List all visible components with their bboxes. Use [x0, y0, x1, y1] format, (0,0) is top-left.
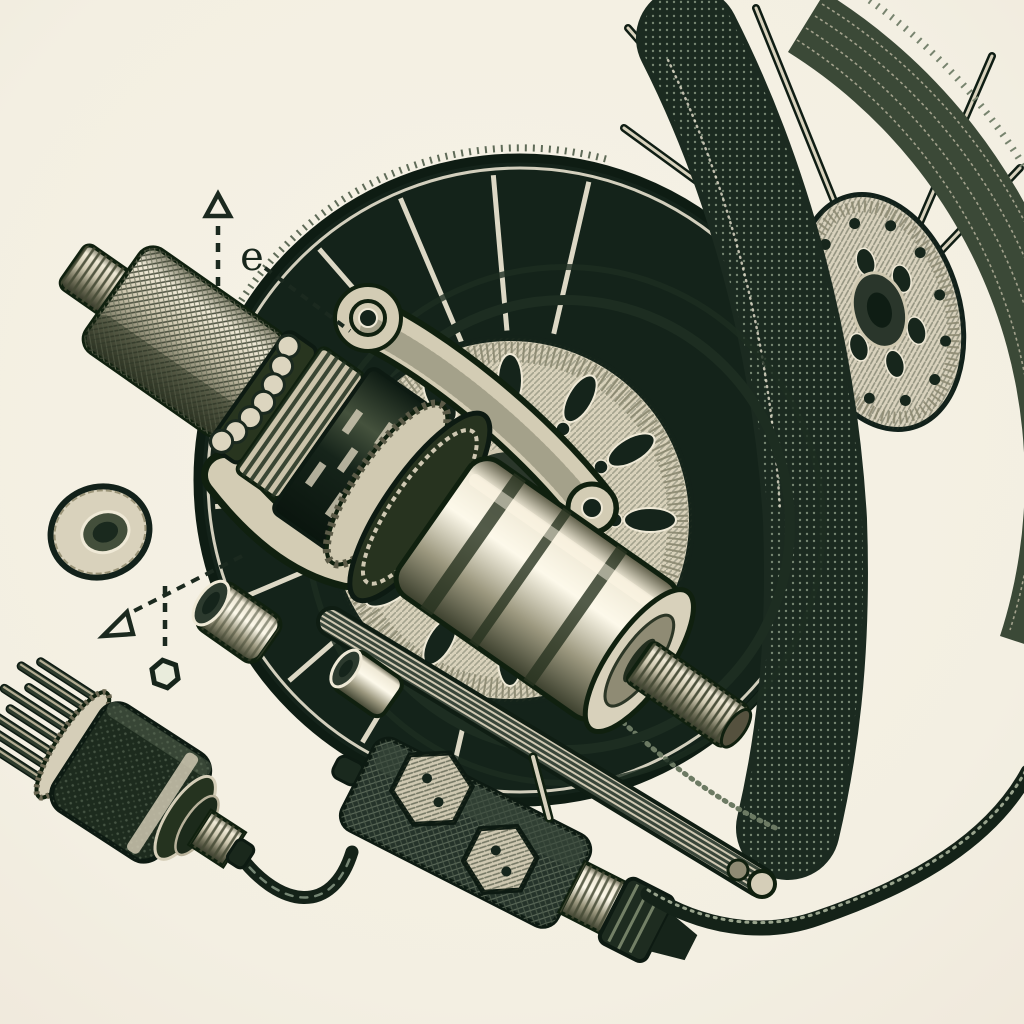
- label-e-leader: [263, 266, 352, 333]
- connector-pins: [0, 657, 103, 787]
- braided-conduit: [316, 606, 777, 899]
- axle-end-face: [719, 708, 753, 749]
- hex-boss-1: [388, 750, 476, 827]
- spacer-roller-small: [329, 648, 404, 719]
- bearing-balls: [209, 333, 301, 454]
- assembly-arrow-up-icon: [202, 189, 234, 219]
- junction-box: [331, 736, 698, 964]
- bearing-cone-washer: [47, 483, 153, 581]
- tire-rim-corner-band: [788, 0, 1024, 644]
- hex-boss-2: [460, 823, 540, 895]
- conduit-end-cap: [747, 869, 777, 899]
- adjuster-lever: [528, 752, 554, 823]
- annotations: e: [97, 189, 352, 691]
- assembly-arrow-left-icon: [97, 607, 136, 639]
- main-cable: [640, 765, 1024, 936]
- hub-shaft-assembly: [58, 243, 753, 749]
- multi-pin-connector: [0, 657, 256, 870]
- cable-boot: [649, 912, 698, 961]
- cables: [233, 765, 1024, 936]
- rim-stipple-arc: [229, 144, 607, 316]
- small-hex-ring: [149, 657, 181, 691]
- assembly-arrow-left-dashes: [131, 554, 243, 614]
- label-e: e: [240, 234, 264, 280]
- spacer-roller: [191, 579, 283, 664]
